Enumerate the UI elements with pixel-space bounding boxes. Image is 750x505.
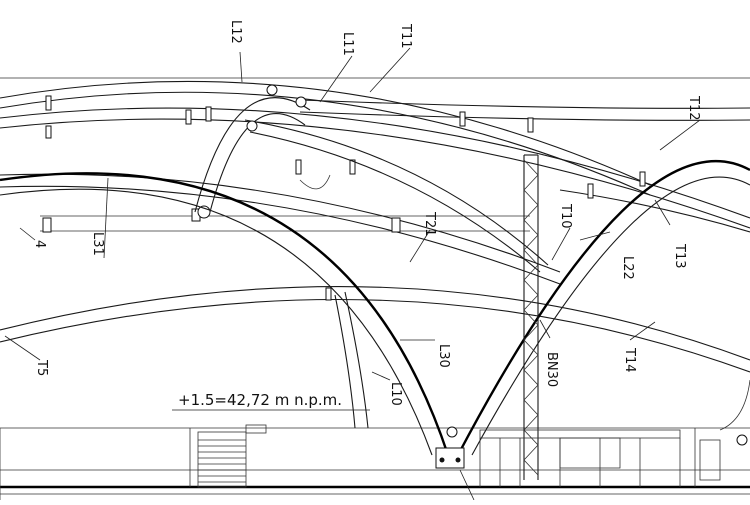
support-legs [299,174,369,429]
label-t14: T14 [622,347,637,372]
t-tubes [0,80,750,373]
elevation-note: +1.5=42,72 m n.p.m. [178,391,342,409]
label-t12: T12 [686,95,701,120]
label-l30: L30 [436,344,451,368]
label-t11: T11 [398,23,413,48]
arch-l11 [244,119,549,273]
label-l11: L11 [340,32,355,56]
label-t21: T21 [422,211,437,236]
member-labels: L12 L11 T11 T12 T10 T21 L22 T13 L31 4 T5… [32,20,701,406]
label-l31: L31 [90,232,105,256]
label-t10: T10 [558,203,573,228]
ground-structures [197,379,750,488]
arch-l12 [194,84,311,219]
label-t13: T13 [672,243,687,268]
label-t4: 4 [32,240,47,248]
reference-lines [0,77,750,500]
label-t5: T5 [34,359,49,376]
tube-clamps [42,95,646,301]
label-l10: L10 [388,382,403,406]
leader-lines [4,47,701,411]
label-l12: L12 [228,20,243,44]
arch-l31 [0,172,450,456]
label-l22: L22 [620,256,635,280]
arch-l22 [456,159,750,456]
lattice-tower-bn30 [523,154,539,480]
label-bn30: BN30 [544,352,559,387]
base-joint [435,426,475,501]
